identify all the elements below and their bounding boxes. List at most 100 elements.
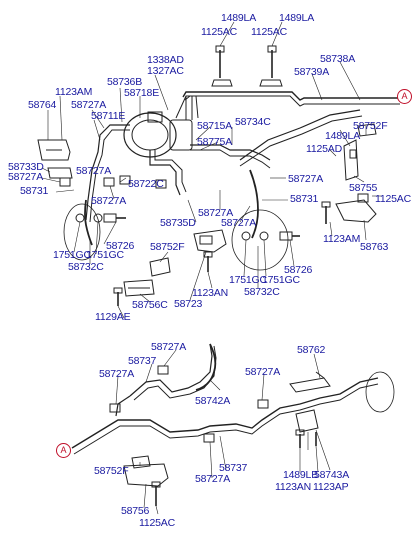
- label-58718e: 58718E: [124, 87, 160, 99]
- label-1489la-c: 1489LA: [325, 130, 361, 142]
- label-58752f-a: 58752F: [353, 120, 388, 132]
- label-1751gc-a: 1751GC: [53, 249, 91, 261]
- label-1327ac: 1327AC: [147, 65, 184, 77]
- label-58727a-j: 58727A: [195, 473, 231, 485]
- brake-line-left: [85, 124, 130, 221]
- bolt-1489la-right-icon: [259, 45, 283, 87]
- label-58726-a: 58726: [106, 240, 135, 252]
- lower-brake-line: [71, 377, 379, 449]
- label-58723: 58723: [174, 298, 203, 310]
- label-58732c-b: 58732C: [244, 286, 280, 298]
- reference-marker-a-lower: A: [56, 443, 71, 458]
- label-58737-b: 58737: [219, 462, 248, 474]
- reference-marker-a-upper: A: [397, 89, 412, 104]
- left-flex-hose: [84, 199, 93, 246]
- label-58755: 58755: [349, 182, 378, 194]
- label-1123am-b: 1123AM: [323, 233, 361, 245]
- label-1125ad: 1125AD: [306, 143, 342, 155]
- label-1751gc-b: 1751GC: [86, 249, 124, 261]
- label-58711e: 58711E: [91, 110, 126, 122]
- label-58742a: 58742A: [195, 395, 231, 407]
- bolt-1489la-left-icon: [211, 45, 233, 87]
- label-58722c: 58722C: [128, 178, 164, 190]
- label-58727a-c: 58727A: [76, 165, 112, 177]
- label-58738a: 58738A: [320, 53, 356, 65]
- upper-brake-line: [182, 91, 400, 101]
- label-1129ae: 1129AE: [95, 311, 131, 323]
- left-disc-outline: [63, 203, 101, 261]
- label-1125ac-b: 1125AC: [251, 26, 287, 38]
- bolt-1123am-right-icon: [321, 201, 331, 224]
- label-58727a-g2: 58727A: [221, 217, 257, 229]
- bracket-58752f-top-icon: [357, 123, 377, 137]
- clip-58752f-lower-icon: [131, 455, 151, 469]
- label-1489la-b: 1489LA: [279, 12, 315, 24]
- label-1125ac-c: 1125AC: [375, 193, 411, 205]
- clip-58756c-icon: [123, 279, 155, 297]
- label-1125ac-a: 1125AC: [201, 26, 237, 38]
- banjo-bolt-right-icon: [241, 231, 300, 241]
- label-58727a-b: 58727A: [8, 171, 44, 183]
- label-1338ad: 1338AD: [147, 54, 184, 66]
- bracket-58733d-icon: [47, 167, 73, 179]
- label-58752f-b: 58752F: [150, 241, 185, 253]
- label-58727a-h: 58727A: [151, 341, 187, 353]
- label-1123an-b: 1123AN: [275, 481, 311, 493]
- clip-58752f-middle-icon: [149, 257, 171, 277]
- lower-flex-hose: [195, 343, 217, 391]
- bolt-1129ae-icon: [113, 287, 123, 306]
- label-58733d: 58733D: [8, 161, 44, 173]
- brake-line-front: [149, 150, 181, 196]
- label-1123ap: 1123AP: [313, 481, 349, 493]
- label-58727a-e: 58727A: [91, 195, 127, 207]
- label-58743a: 58743A: [314, 469, 350, 481]
- clip-lower-3-icon: [203, 433, 215, 443]
- bracket-58762-icon: [289, 371, 331, 393]
- bracket-58743a-icon: [295, 409, 319, 433]
- banjo-bolt-left-icon: [75, 213, 126, 223]
- label-58727a-i2: 58727A: [245, 366, 281, 378]
- label-58752f-c: 58752F: [94, 465, 129, 477]
- label-58739a: 58739A: [294, 66, 330, 78]
- label-58775a: 58775A: [197, 136, 233, 148]
- master-cylinder-icon: [123, 95, 199, 158]
- label-58727a-d: 58727A: [288, 173, 324, 185]
- clip-lower-2-icon: [157, 365, 169, 375]
- right-brake-pipe: [239, 109, 361, 161]
- label-58727a-a: 58727A: [71, 99, 107, 111]
- label-1751gc-c: 1751GC: [229, 274, 267, 286]
- label-1125ac-d: 1125AC: [139, 517, 175, 529]
- clip-lower-1-icon: [109, 403, 121, 413]
- label-58756: 58756: [121, 505, 150, 517]
- label-1489la-a: 1489LA: [221, 12, 257, 24]
- bolt-1123an-upper-icon: [203, 251, 213, 272]
- label-58726-b: 58726: [284, 264, 313, 276]
- bracket-58763-icon: [335, 193, 377, 223]
- label-1489lb: 1489LB: [283, 469, 319, 481]
- label-1751gc-d: 1751GC: [262, 274, 300, 286]
- label-58763: 58763: [360, 241, 389, 253]
- bracket-58723-icon: [193, 229, 227, 253]
- label-58737-a: 58737: [128, 355, 157, 367]
- bracket-58764-icon: [37, 139, 71, 161]
- label-1123an-a: 1123AN: [192, 287, 228, 299]
- label-58732c-a: 58732C: [68, 261, 104, 273]
- bracket-58755-icon: [343, 139, 359, 181]
- bolt-1123an-lower-icon: [295, 429, 305, 448]
- label-58734c: 58734C: [235, 116, 271, 128]
- label-58727a-f: 58727A: [198, 207, 234, 219]
- clip-58756-lower-icon: [123, 463, 169, 487]
- brake-line-mid: [190, 144, 271, 161]
- label-58736b: 58736B: [107, 76, 143, 88]
- label-58731-a: 58731: [20, 185, 49, 197]
- label-58762: 58762: [297, 344, 326, 356]
- label-58731-b: 58731: [290, 193, 319, 205]
- bolt-1125ac-lower-icon: [151, 481, 161, 506]
- lower-left-pipe: [129, 343, 213, 397]
- label-58764: 58764: [28, 99, 57, 111]
- label-1123am-a: 1123AM: [55, 86, 93, 98]
- rear-disc-outline: [365, 371, 395, 413]
- label-58727a-i: 58727A: [99, 368, 135, 380]
